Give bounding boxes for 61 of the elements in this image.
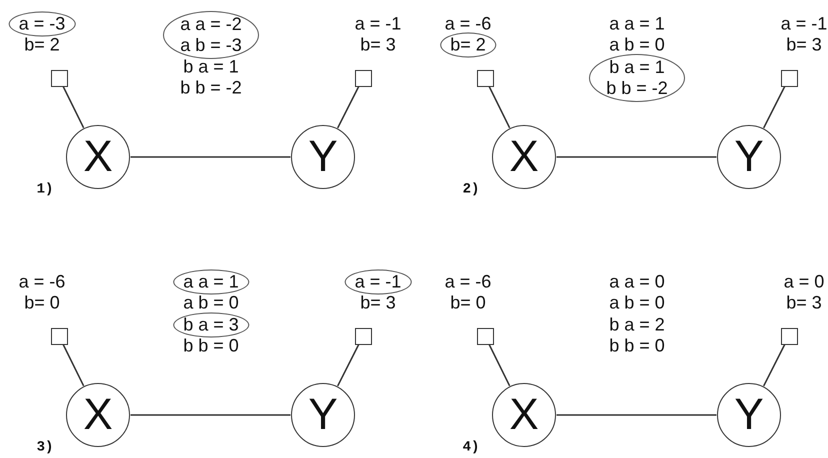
connector-line <box>62 86 84 128</box>
connector-line <box>130 156 290 158</box>
value-text: a = -1 <box>780 14 828 34</box>
connector-line <box>62 344 84 386</box>
circled-text: b a = 3 <box>173 312 249 338</box>
value-text: b b = 0 <box>609 336 665 356</box>
value-text: a = 0 <box>784 272 824 292</box>
connector-line <box>488 344 510 386</box>
value-text: a a = 0 <box>609 272 665 292</box>
value-text: b= 3 <box>360 34 396 56</box>
square-node <box>355 328 372 345</box>
value-text: a b = 0 <box>183 292 239 314</box>
connector-line <box>130 414 290 416</box>
circle-node: X <box>66 125 130 189</box>
square-node <box>477 70 494 87</box>
value-text: a = -6 <box>444 14 492 34</box>
circled-text: b a = 1 b b = -2 <box>589 54 685 102</box>
circle-node: Y <box>291 125 355 189</box>
value-text: a b = 0 <box>609 292 665 314</box>
value-text: b= 3 <box>360 292 396 314</box>
connector-line <box>763 344 786 386</box>
connector-line <box>556 156 716 158</box>
value-text: a = -1 <box>354 14 402 34</box>
value-text: b= 3 <box>786 292 822 314</box>
circle-node: X <box>492 383 556 447</box>
square-node <box>781 70 798 87</box>
circle-node: X <box>492 125 556 189</box>
connector-line <box>337 344 360 386</box>
value-text: b= 2 <box>24 34 60 56</box>
value-text: b= 0 <box>450 292 486 314</box>
panel-number: 1) <box>36 180 54 200</box>
connector-line <box>488 86 510 128</box>
value-text: a = -6 <box>18 272 66 292</box>
circle-node: Y <box>717 125 781 189</box>
value-text: b b = -2 <box>180 78 242 98</box>
value-text: a b = 0 <box>609 34 665 56</box>
connector-line <box>337 86 360 128</box>
square-node <box>51 70 68 87</box>
value-text: b= 3 <box>786 34 822 56</box>
value-text: a a = 1 <box>609 14 665 34</box>
value-text: b= 0 <box>24 292 60 314</box>
panel-number: 2) <box>462 180 480 200</box>
connector-line <box>763 86 786 128</box>
circled-text: a = -1 <box>344 270 412 294</box>
square-node <box>477 328 494 345</box>
panel-number: 4) <box>462 438 480 458</box>
circle-node: X <box>66 383 130 447</box>
panel-number: 3) <box>36 438 54 458</box>
circled-text: a a = 1 <box>173 270 249 294</box>
connector-line <box>556 414 716 416</box>
circled-text: b= 2 <box>440 32 496 58</box>
value-text: b b = 0 <box>183 336 239 356</box>
square-node <box>781 328 798 345</box>
value-text: b a = 1 <box>183 56 239 78</box>
circle-node: Y <box>291 383 355 447</box>
value-text: b a = 2 <box>609 314 665 336</box>
circle-node: Y <box>717 383 781 447</box>
circled-text: a = -3 <box>8 12 76 36</box>
value-text: a = -6 <box>444 272 492 292</box>
square-node <box>51 328 68 345</box>
square-node <box>355 70 372 87</box>
